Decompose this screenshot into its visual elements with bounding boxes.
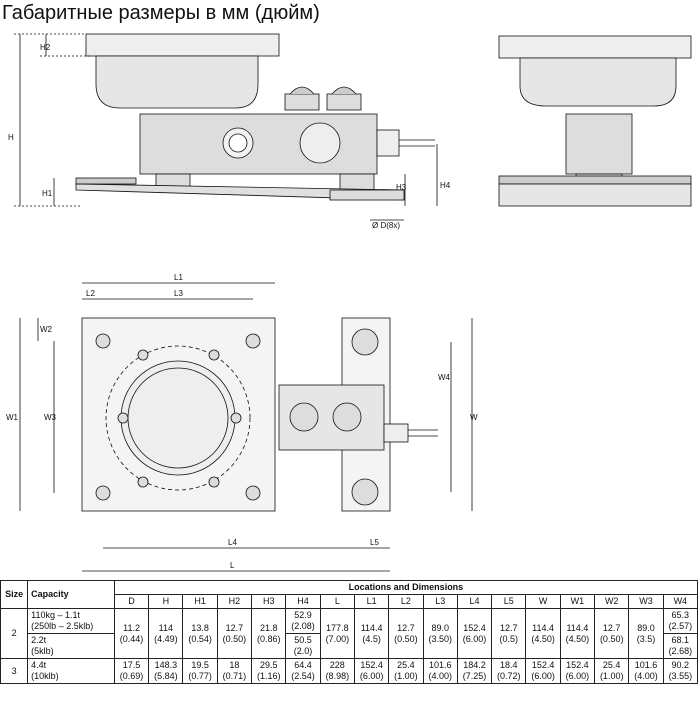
label-d8x: Ø D(8x) bbox=[372, 221, 400, 230]
col-header: H1 bbox=[182, 594, 218, 609]
col-header: L1 bbox=[353, 594, 390, 609]
size-header: Size bbox=[0, 580, 29, 609]
cell-w3: 89.0(3.5) bbox=[628, 608, 664, 659]
cell-h4: 50.5(2.0) bbox=[285, 633, 321, 659]
dimension-labels: H2 H H1 H4 H3 Ø D(8x) L1 L2 L3 L4 L5 L W… bbox=[6, 43, 478, 570]
col-header: W4 bbox=[662, 594, 699, 609]
cell-d: 17.5(0.69) bbox=[113, 658, 150, 684]
cell-h1: 19.5(0.77) bbox=[182, 658, 218, 684]
table-row: 2 110kg – 1.1t(250lb – 2.5klb) 11.2(0.44… bbox=[0, 608, 699, 659]
cell-l2: 12.7(0.50) bbox=[388, 608, 424, 659]
label-l2: L2 bbox=[86, 289, 95, 298]
size-cell: 2 bbox=[0, 608, 29, 659]
cell-w: 152.4(6.00) bbox=[525, 658, 561, 684]
table-row: 3 4.4t(10klb) 17.5(0.69) 148.3(5.84) 19.… bbox=[0, 658, 699, 684]
table-row: 2.2t(5klb) 50.5(2.0) 68.1(2.68) bbox=[1, 633, 699, 659]
cell-w4: 90.2(3.55) bbox=[662, 658, 699, 684]
label-l: L bbox=[230, 561, 235, 570]
col-header: W2 bbox=[594, 594, 630, 609]
label-l4: L4 bbox=[228, 538, 237, 547]
label-h2: H2 bbox=[40, 43, 51, 52]
cell-w4: 68.1(2.68) bbox=[662, 633, 699, 659]
cell-h: 114(4.49) bbox=[148, 608, 184, 659]
cell-l3: 89.0(3.50) bbox=[422, 608, 458, 659]
cell-h1: 13.8(0.54) bbox=[182, 608, 218, 659]
cell-h4: 52.9(2.08) bbox=[285, 608, 321, 634]
label-h: H bbox=[8, 133, 14, 142]
cell-d: 11.2(0.44) bbox=[113, 608, 150, 659]
col-header: L2 bbox=[388, 594, 424, 609]
label-l5: L5 bbox=[370, 538, 379, 547]
label-h3: H3 bbox=[396, 183, 407, 192]
cell-h4: 64.4(2.54) bbox=[285, 658, 321, 684]
dimensions-table: Size Capacity Locations and Dimensions D… bbox=[0, 580, 699, 684]
cell-l5: 18.4(0.72) bbox=[491, 658, 527, 684]
cell-w2: 12.7(0.50) bbox=[594, 608, 630, 659]
col-header: H2 bbox=[216, 594, 253, 609]
col-header: W1 bbox=[559, 594, 596, 609]
label-h4: H4 bbox=[440, 181, 451, 190]
label-w4: W4 bbox=[438, 373, 451, 382]
cell-w1: 152.4(6.00) bbox=[559, 658, 596, 684]
cell-h3: 29.5(1.16) bbox=[251, 658, 287, 684]
capacity-cell: 4.4t(10klb) bbox=[27, 658, 115, 684]
cell-w: 114.4(4.50) bbox=[525, 608, 561, 659]
col-header: W bbox=[525, 594, 561, 609]
cell-l: 177.8(7.00) bbox=[319, 608, 355, 659]
cell-l4: 152.4(6.00) bbox=[456, 608, 493, 659]
cell-l3: 101.6(4.00) bbox=[422, 658, 458, 684]
label-w3: W3 bbox=[44, 413, 57, 422]
cell-l5: 12.7(0.5) bbox=[491, 608, 527, 659]
capacity-cell: 110kg – 1.1t(250lb – 2.5klb) bbox=[27, 608, 115, 634]
cell-l: 228(8.98) bbox=[319, 658, 355, 684]
cell-l1: 152.4(6.00) bbox=[353, 658, 390, 684]
cell-w4: 65.3(2.57) bbox=[662, 608, 699, 634]
group-header: Locations and Dimensions bbox=[113, 580, 699, 595]
cell-l4: 184.2(7.25) bbox=[456, 658, 493, 684]
label-h1: H1 bbox=[42, 189, 53, 198]
col-header: H3 bbox=[251, 594, 287, 609]
col-header: D bbox=[113, 594, 150, 609]
label-w: W bbox=[470, 413, 478, 422]
label-l1: L1 bbox=[174, 273, 183, 282]
cell-w3: 101.6(4.00) bbox=[628, 658, 664, 684]
label-w2: W2 bbox=[40, 325, 53, 334]
cell-h: 148.3(5.84) bbox=[148, 658, 184, 684]
size-cell: 3 bbox=[0, 658, 29, 684]
dimension-drawing: H2 H H1 H4 H3 Ø D(8x) L1 L2 L3 L4 L5 L W… bbox=[6, 33, 692, 572]
col-header: L3 bbox=[422, 594, 458, 609]
capacity-header: Capacity bbox=[27, 580, 115, 609]
cell-h3: 21.8(0.86) bbox=[251, 608, 287, 659]
end-view bbox=[498, 35, 692, 207]
col-header: L bbox=[319, 594, 355, 609]
cell-l1: 114.4(4.5) bbox=[353, 608, 390, 659]
col-header: L5 bbox=[491, 594, 527, 609]
top-view bbox=[19, 282, 473, 572]
cell-l2: 25.4(1.00) bbox=[388, 658, 424, 684]
capacity-cell: 2.2t(5klb) bbox=[27, 633, 115, 659]
side-view bbox=[14, 33, 438, 221]
col-header: W3 bbox=[628, 594, 664, 609]
cell-w2: 25.4(1.00) bbox=[594, 658, 630, 684]
col-header: H bbox=[148, 594, 184, 609]
col-header: L4 bbox=[456, 594, 493, 609]
col-header: H4 bbox=[285, 594, 321, 609]
label-l3: L3 bbox=[174, 289, 183, 298]
cell-w1: 114.4(4.50) bbox=[559, 608, 596, 659]
label-w1: W1 bbox=[6, 413, 19, 422]
page-title: Габаритные размеры в мм (дюйм) bbox=[2, 2, 320, 24]
cell-h2: 12.7(0.50) bbox=[216, 608, 253, 659]
cell-h2: 18(0.71) bbox=[216, 658, 253, 684]
